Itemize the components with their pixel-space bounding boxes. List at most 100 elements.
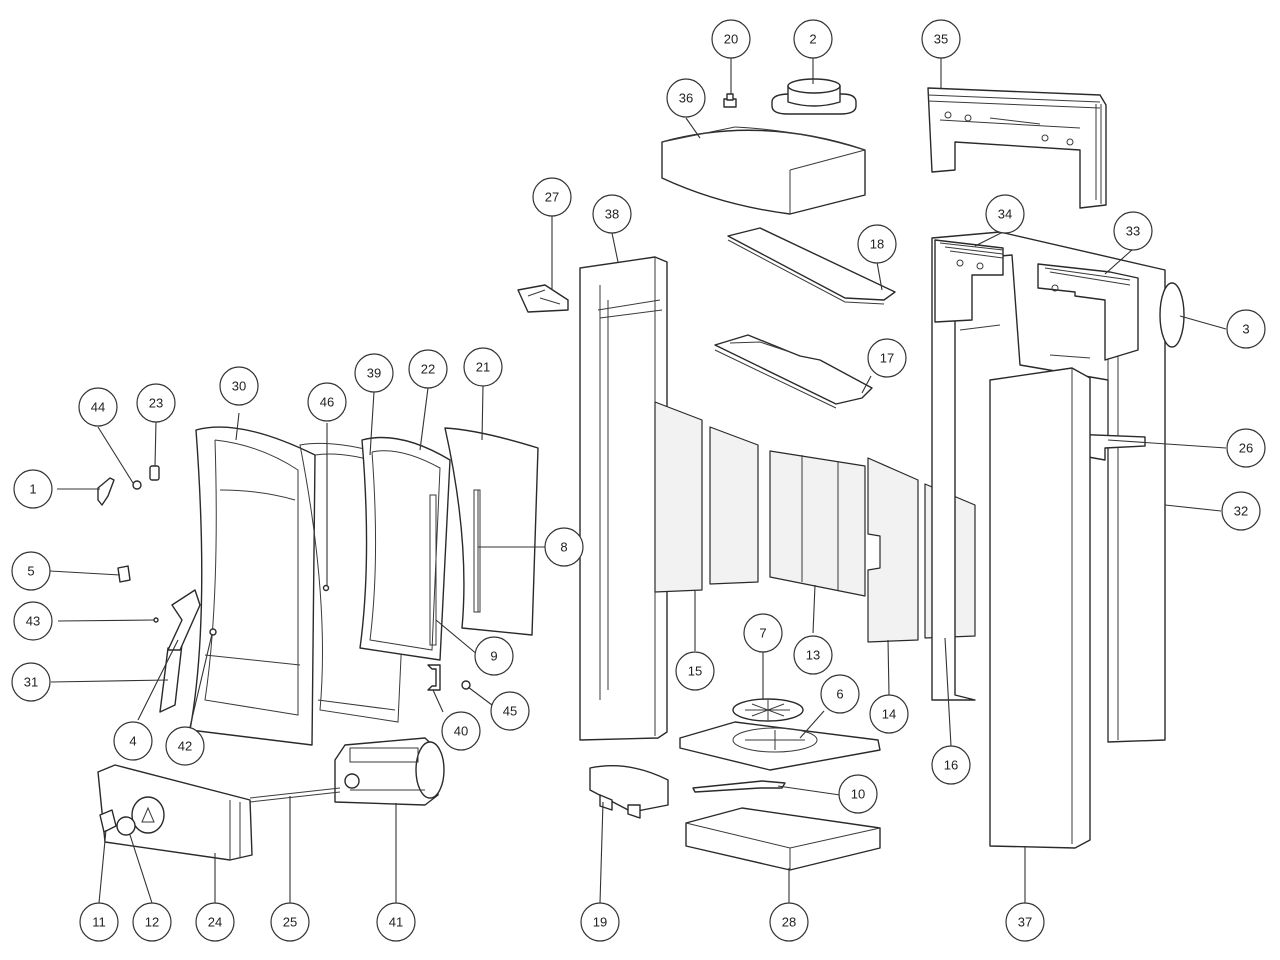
- callout-34: 34: [985, 194, 1025, 234]
- callout-2: 2: [793, 19, 833, 59]
- callout-17: 17: [867, 338, 907, 378]
- svg-text:24: 24: [208, 915, 222, 930]
- callout-44: 44: [78, 387, 118, 427]
- callout-24: 24: [195, 902, 235, 942]
- part-15b-firebrick: [709, 426, 759, 585]
- callout-27: 27: [532, 177, 572, 217]
- callout-20: 20: [711, 19, 751, 59]
- part-6-grate-frame: [679, 721, 881, 771]
- part-10-poker: [692, 780, 786, 793]
- svg-text:44: 44: [91, 400, 105, 415]
- part-28-ash-pan: [685, 807, 881, 871]
- part-25-rod: [249, 787, 341, 803]
- part-17-baffle: [714, 334, 873, 409]
- callout-15: 15: [675, 651, 715, 691]
- svg-text:42: 42: [178, 739, 192, 754]
- svg-text:3: 3: [1242, 322, 1249, 337]
- svg-text:35: 35: [934, 32, 948, 47]
- callout-35: 35: [921, 19, 961, 59]
- part-46-pin: [322, 584, 330, 592]
- svg-text:26: 26: [1239, 441, 1253, 456]
- callout-18: 18: [857, 224, 897, 264]
- svg-text:13: 13: [806, 648, 820, 663]
- svg-text:33: 33: [1126, 224, 1140, 239]
- callout-4: 4: [113, 721, 153, 761]
- svg-text:31: 31: [24, 675, 38, 690]
- svg-text:10: 10: [851, 787, 865, 802]
- callout-25: 25: [270, 902, 310, 942]
- callout-33: 33: [1113, 211, 1153, 251]
- svg-text:17: 17: [880, 351, 894, 366]
- part-5-latch: [117, 565, 131, 583]
- part-20-bolt: [723, 93, 737, 108]
- part-43-pin: [153, 617, 159, 623]
- callout-12: 12: [132, 902, 172, 942]
- part-4-hinge: [167, 589, 201, 651]
- callout-42: 42: [165, 726, 205, 766]
- svg-text:4: 4: [129, 734, 136, 749]
- part-9-rail: [429, 494, 437, 646]
- part-12-knob: [116, 816, 136, 836]
- callout-40: 40: [441, 711, 481, 751]
- svg-text:7: 7: [759, 626, 766, 641]
- part-14-firebrick: [867, 457, 919, 643]
- svg-text:43: 43: [26, 614, 40, 629]
- callout-13: 13: [793, 635, 833, 675]
- callout-45: 45: [490, 691, 530, 731]
- part-35-top-frame: [927, 87, 1107, 209]
- callout-6: 6: [820, 674, 860, 714]
- callout-22: 22: [408, 349, 448, 389]
- svg-text:45: 45: [503, 704, 517, 719]
- part-22-glass-frame: [359, 436, 451, 661]
- part-11-knob: [99, 809, 117, 833]
- svg-text:12: 12: [145, 915, 159, 930]
- svg-text:6: 6: [836, 687, 843, 702]
- part-7-grate-disc: [732, 698, 804, 722]
- callout-10: 10: [838, 774, 878, 814]
- svg-text:1: 1: [29, 482, 36, 497]
- svg-text:23: 23: [149, 396, 163, 411]
- svg-text:30: 30: [232, 379, 246, 394]
- svg-text:14: 14: [882, 707, 896, 722]
- callout-46: 46: [307, 382, 347, 422]
- callout-43: 43: [13, 601, 53, 641]
- callout-39: 39: [354, 353, 394, 393]
- svg-text:41: 41: [389, 915, 403, 930]
- part-42-screw: [209, 628, 217, 636]
- svg-text:40: 40: [454, 724, 468, 739]
- svg-text:28: 28: [782, 915, 796, 930]
- part-21-glass: [444, 427, 539, 636]
- part-3-rear-outlet: [1159, 282, 1185, 348]
- svg-text:36: 36: [679, 91, 693, 106]
- part-15-firebrick: [654, 401, 703, 593]
- svg-text:8: 8: [560, 540, 567, 555]
- callout-5: 5: [11, 551, 51, 591]
- part-19-foot: [589, 765, 669, 819]
- part-36-top-cover: [661, 126, 866, 215]
- callout-28: 28: [769, 902, 809, 942]
- callout-41: 41: [376, 902, 416, 942]
- part-37-front-column: [989, 367, 1091, 849]
- part-44-nut: [132, 480, 142, 490]
- callout-37: 37: [1005, 902, 1045, 942]
- svg-text:5: 5: [27, 564, 34, 579]
- part-2-flue-collar: [771, 78, 857, 115]
- part-40-clip: [427, 664, 441, 691]
- part-18-baffle: [727, 227, 896, 305]
- svg-text:38: 38: [605, 207, 619, 222]
- callout-11: 11: [79, 902, 119, 942]
- svg-text:46: 46: [320, 395, 334, 410]
- svg-text:15: 15: [688, 664, 702, 679]
- part-27-bracket: [517, 284, 569, 313]
- part-33-insulation: [1037, 263, 1139, 361]
- svg-text:27: 27: [545, 190, 559, 205]
- svg-text:34: 34: [998, 207, 1012, 222]
- callout-8: 8: [544, 527, 584, 567]
- part-23-clip: [149, 465, 160, 481]
- callout-16: 16: [931, 745, 971, 785]
- svg-text:20: 20: [724, 32, 738, 47]
- svg-text:39: 39: [367, 366, 381, 381]
- part-13-firebricks: [769, 450, 866, 597]
- svg-text:2: 2: [809, 32, 816, 47]
- svg-text:32: 32: [1234, 504, 1248, 519]
